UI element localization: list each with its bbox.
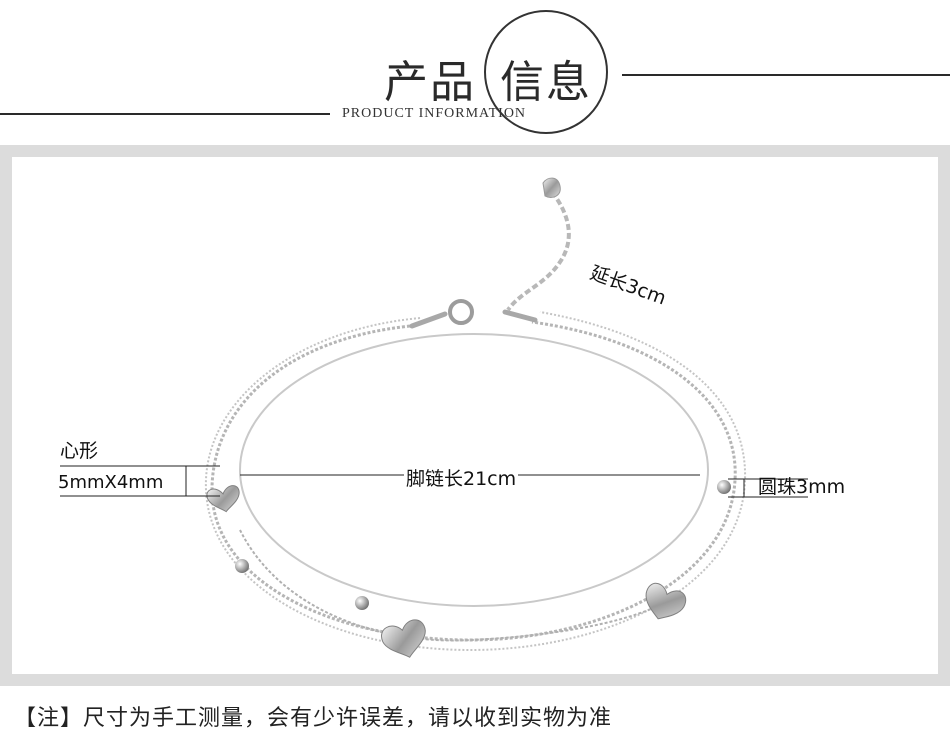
outer-chain-1	[210, 320, 737, 642]
bead-left	[235, 559, 249, 573]
header-rule-right	[622, 74, 950, 76]
product-image-area	[12, 157, 938, 674]
measurement-note: 【注】尺寸为手工测量，会有少许误差，请以收到实物为准	[14, 706, 613, 731]
inner-chain	[239, 333, 709, 607]
end-tab	[502, 309, 538, 323]
extension-chain	[506, 190, 571, 312]
footer: 【注】尺寸为手工测量，会有少许误差，请以收到实物为准	[0, 686, 950, 744]
product-image-frame	[0, 145, 950, 686]
spring-clasp	[448, 299, 474, 325]
title-part2: 信息	[500, 57, 592, 108]
subtitle: PRODUCT INFORMATION	[342, 106, 527, 121]
outer-chain-3	[239, 529, 673, 642]
extension-drop	[542, 177, 561, 199]
anklet-length-label: 脚链长21cm	[404, 464, 519, 491]
heart-charm-right	[645, 582, 687, 620]
bead-right	[717, 480, 731, 494]
heart-charm-bottom	[381, 619, 426, 658]
title-circle	[484, 10, 608, 134]
heart-label: 心形	[60, 440, 99, 462]
header-rule-left	[0, 113, 330, 115]
clasp-tab	[409, 311, 448, 329]
bead-size-label: 圆珠3mm	[758, 476, 846, 498]
bead-bottom	[355, 596, 369, 610]
title-part1: 产品	[384, 57, 476, 108]
heart-size-label: 5mmX4mm	[58, 472, 164, 493]
product-info-header: 产品 信息 PRODUCT INFORMATION	[0, 0, 950, 140]
heart-charm-left	[206, 485, 240, 513]
